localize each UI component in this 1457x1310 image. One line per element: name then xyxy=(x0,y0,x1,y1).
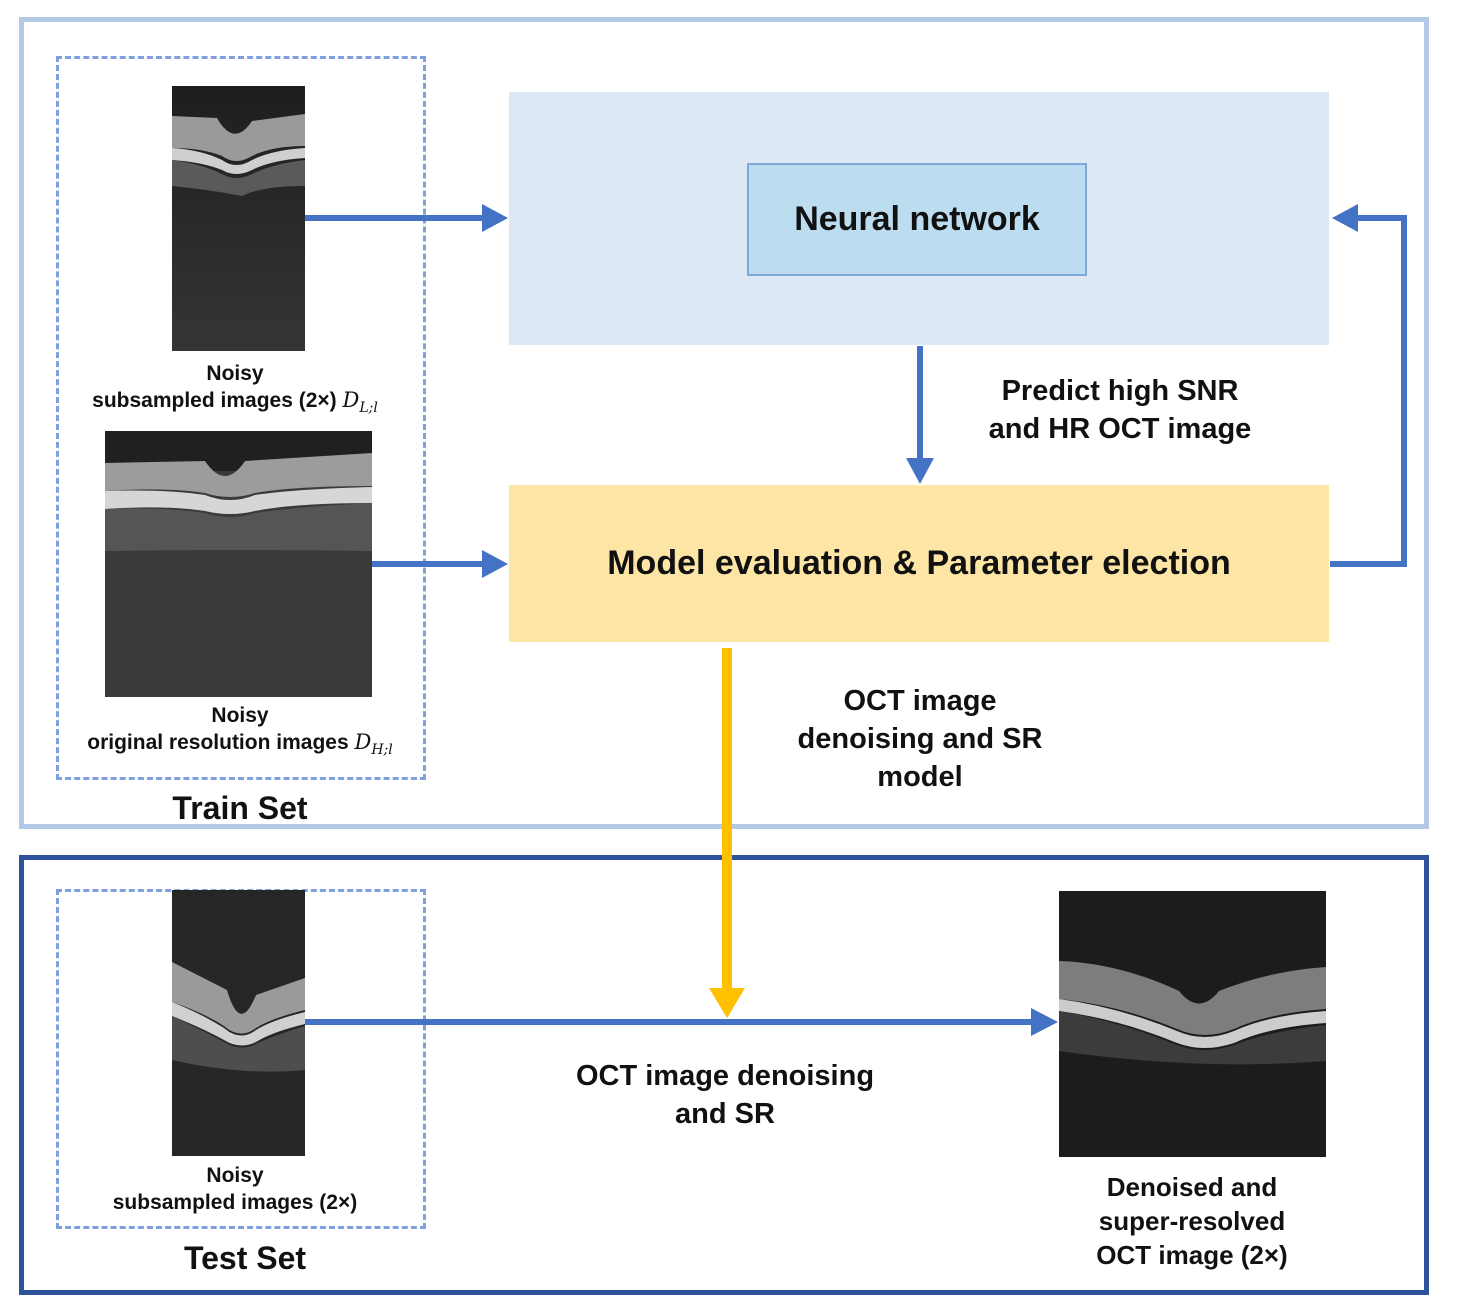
arrowhead-train-original xyxy=(482,550,508,578)
caption-train-original: Noisy original resolution images DH;l xyxy=(70,702,410,764)
arrowhead-feedback xyxy=(1332,204,1358,232)
model-output-line1: OCT image xyxy=(843,685,997,717)
math-symbol: D xyxy=(342,388,360,412)
test-output-line2: super-resolved xyxy=(1098,1206,1286,1236)
oct-image-test-denoised xyxy=(1059,891,1326,1157)
prediction-line2: and HR OCT image xyxy=(988,413,1252,445)
arrowhead-test-output xyxy=(1031,1008,1058,1036)
prediction-label: Predict high SNR and HR OCT image xyxy=(950,372,1290,448)
test-output-label: Denoised and super-resolved OCT image (2… xyxy=(1052,1170,1332,1272)
model-output-line2: denoising and SR xyxy=(797,723,1043,755)
test-output-line1: Denoised and xyxy=(1106,1172,1278,1202)
model-output-line3: model xyxy=(877,761,963,793)
model-evaluation-box: Model evaluation & Parameter election xyxy=(509,485,1329,642)
model-output-label: OCT image denoising and SR model xyxy=(760,682,1080,796)
feedback-arrow xyxy=(1330,215,1407,567)
oct-image-test-subsampled xyxy=(172,890,305,1156)
math-symbol: D xyxy=(354,730,372,754)
caption-line1: Noisy xyxy=(206,362,264,385)
caption-line1: Noisy xyxy=(211,704,269,727)
test-process-line1: OCT image denoising xyxy=(575,1060,875,1092)
caption-train-subsampled: Noisy subsampled images (2×) DL;l xyxy=(70,360,400,422)
test-process-line2: and SR xyxy=(675,1098,775,1130)
caption-line2: subsampled images (2×) xyxy=(92,389,337,412)
train-set-title: Train Set xyxy=(172,790,308,826)
test-process-label: OCT image denoising and SR xyxy=(540,1057,910,1133)
arrowhead-network-to-evaluation xyxy=(906,458,934,484)
prediction-line1: Predict high SNR xyxy=(1001,375,1239,407)
caption-line2: original resolution images xyxy=(87,731,349,754)
test-set-title: Test Set xyxy=(183,1240,307,1276)
math-subscript: H;l xyxy=(371,742,393,759)
neural-network-box: Neural network xyxy=(747,163,1087,276)
neural-network-label: Neural network xyxy=(794,200,1040,238)
math-subscript: L;l xyxy=(359,400,378,417)
test-output-line3: OCT image (2×) xyxy=(1096,1240,1288,1270)
model-evaluation-label: Model evaluation & Parameter election xyxy=(607,544,1231,582)
train-set-dashed-box xyxy=(56,56,426,780)
oct-image-train-subsampled xyxy=(172,86,305,351)
caption-test-subsampled: Noisy subsampled images (2×) xyxy=(80,1162,390,1216)
arrowhead-model-transfer xyxy=(709,988,745,1018)
oct-image-train-original xyxy=(105,431,372,697)
caption-line1: Noisy xyxy=(206,1164,264,1187)
arrowhead-train-subsampled xyxy=(482,204,508,232)
caption-line2: subsampled images (2×) xyxy=(112,1191,358,1214)
